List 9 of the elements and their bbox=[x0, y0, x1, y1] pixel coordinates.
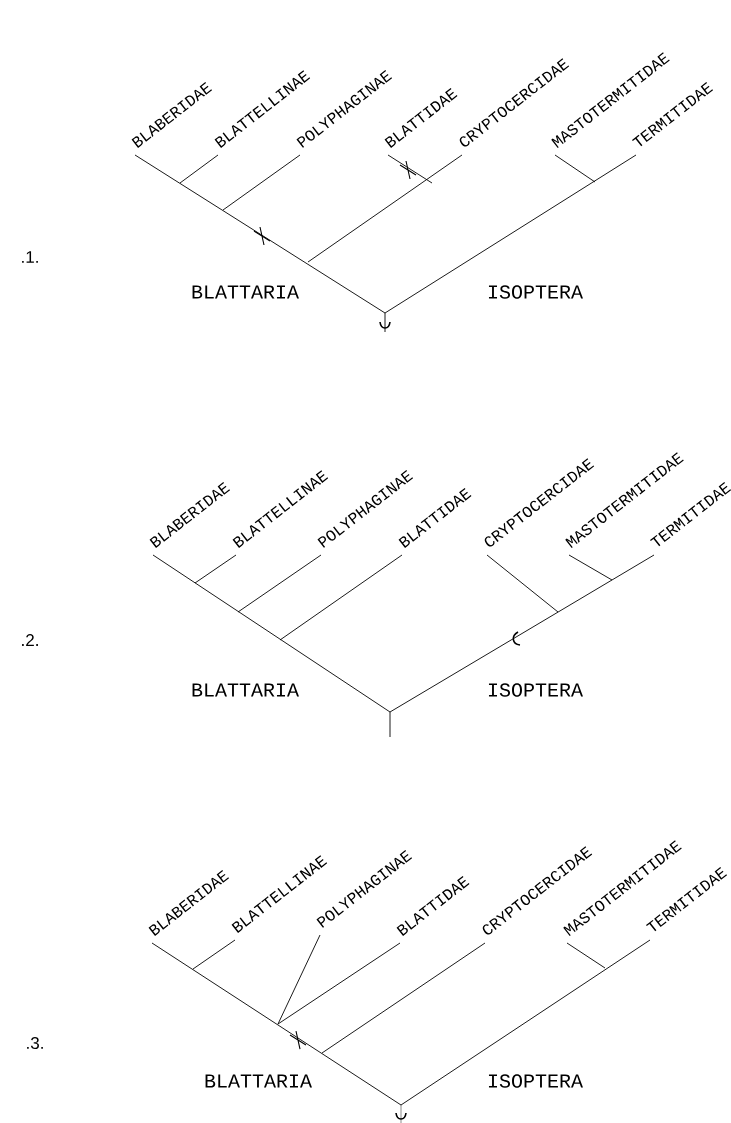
figure-number: .1. bbox=[22, 251, 38, 263]
group-label: BLATTARIA bbox=[192, 683, 299, 697]
group-label: BLATTARIA bbox=[205, 1074, 312, 1088]
group-label: ISOPTERA bbox=[488, 285, 583, 299]
group-label: ISOPTERA bbox=[488, 1074, 583, 1088]
figure-number: .3. bbox=[27, 1037, 43, 1050]
group-label: ISOPTERA bbox=[488, 683, 583, 697]
figure-number: .2. bbox=[22, 634, 38, 646]
group-label: BLATTARIA bbox=[192, 285, 299, 299]
